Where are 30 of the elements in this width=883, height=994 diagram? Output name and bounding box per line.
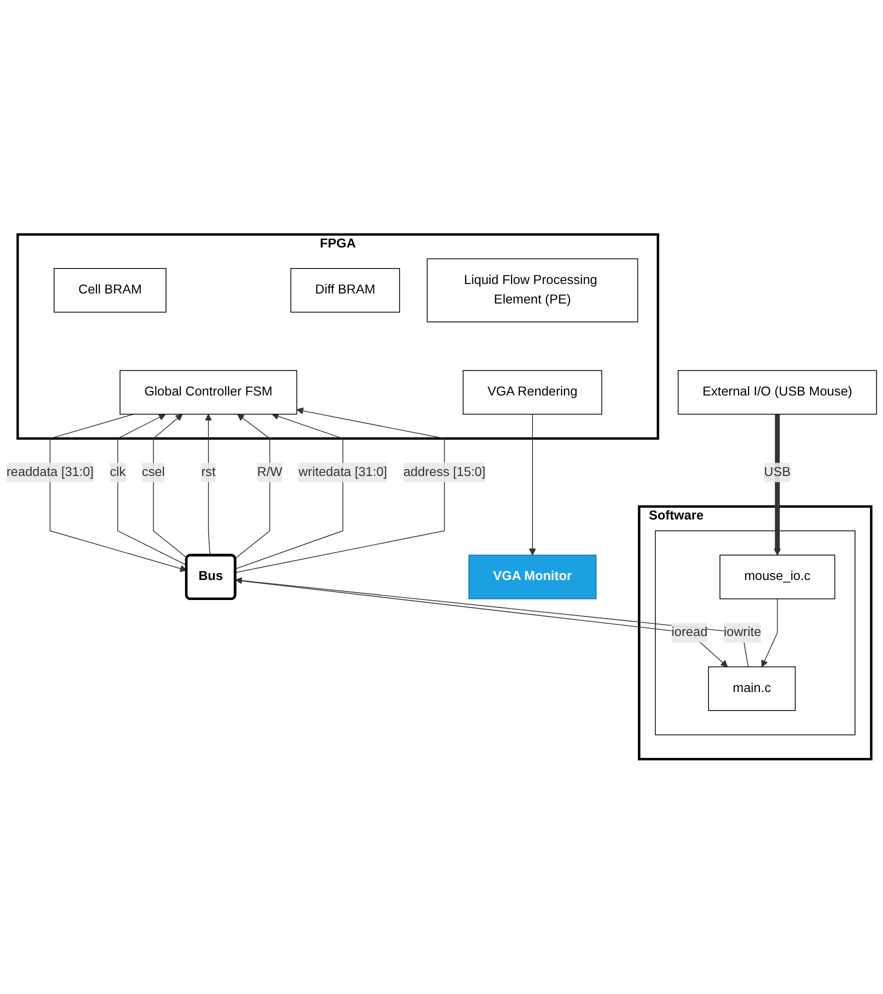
arrow <box>117 414 188 566</box>
node-box: Global Controller FSM <box>120 370 298 415</box>
arrow <box>234 414 270 560</box>
edge-label: readdata [31:0] <box>6 465 94 480</box>
node-box: Cell BRAM <box>54 268 166 313</box>
node-box: Liquid Flow Processing Element (PE) <box>426 258 638 322</box>
arrow <box>235 408 445 574</box>
node-box: External I/O (USB Mouse) <box>678 370 877 415</box>
cluster <box>654 530 856 736</box>
edge-label: csel <box>142 465 165 480</box>
node-box: main.c <box>708 666 796 712</box>
edge-label: rst <box>201 465 216 480</box>
arrow <box>50 414 188 572</box>
node-box: mouse_io.c <box>720 554 836 600</box>
arrow <box>774 414 781 556</box>
arrow <box>761 598 778 668</box>
edge-label: ioread <box>672 626 708 640</box>
node-box: VGA Monitor <box>468 554 596 600</box>
edge-label: clk <box>110 465 126 480</box>
arrow <box>204 414 212 556</box>
edge-label: iowrite <box>724 626 762 640</box>
edge-label: R/W <box>257 465 282 480</box>
arrow <box>235 413 344 570</box>
node-box: Diff BRAM <box>290 268 400 313</box>
arrow <box>528 414 536 556</box>
edge-label: writedata [31:0] <box>298 465 388 480</box>
edge-label: address [15:0] <box>403 465 486 480</box>
node-box: VGA Rendering <box>462 370 602 415</box>
edge-label: USB <box>764 465 791 480</box>
arrow <box>152 414 188 559</box>
